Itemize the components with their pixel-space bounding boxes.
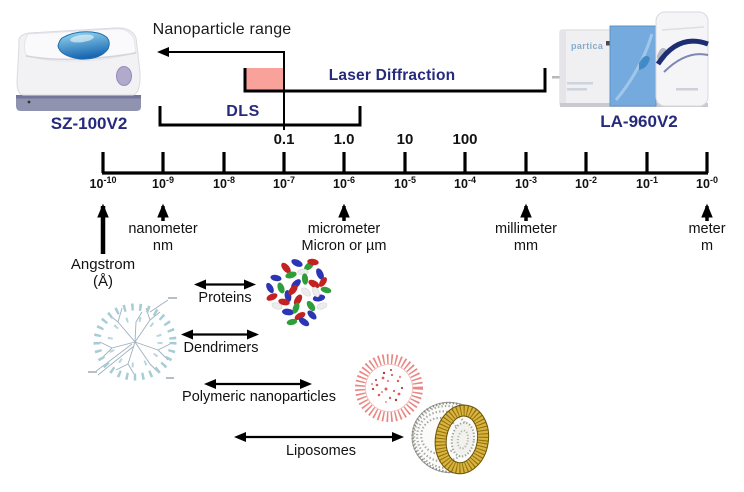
particle-range-arrows <box>181 279 404 442</box>
axis-exponent-label: 10-4 <box>454 174 476 191</box>
micron-scale-value: 1.0 <box>333 131 355 148</box>
axis-exponent-label: 10-7 <box>273 174 295 191</box>
exponent-base: 10 <box>575 177 589 191</box>
laser-diffraction-bracket <box>243 68 547 93</box>
unit-label-micrometer: micrometer Micron or µm <box>302 221 387 254</box>
exponent-base: 10 <box>696 177 710 191</box>
unit-name: micrometer <box>307 221 381 237</box>
exponent-value: -10 <box>103 174 117 185</box>
micron-scale-value: 100 <box>452 131 478 148</box>
axis-exponent-label: 10-0 <box>696 174 718 191</box>
overlap-region <box>246 68 283 90</box>
la-blue-panel <box>609 25 657 107</box>
exponent-value: -4 <box>467 174 476 185</box>
exponent-value: -8 <box>226 174 235 185</box>
axis-exponent-label: 10-8 <box>213 174 235 191</box>
protein-molecule-icon <box>266 258 332 327</box>
sz-button <box>116 66 132 86</box>
exponent-base: 10 <box>152 177 166 191</box>
proteins-label: Proteins <box>198 290 252 306</box>
sz-100v2-instrument-icon <box>16 27 141 111</box>
size-axis <box>101 152 709 175</box>
dendrimer-molecule-icon <box>88 297 177 381</box>
exponent-value: -1 <box>649 174 658 185</box>
nanoparticle-range-label: Nanoparticle range <box>152 21 292 38</box>
exponent-base: 10 <box>333 177 347 191</box>
axis-exponent-label: 10-5 <box>394 174 416 191</box>
sz-blue-window <box>57 31 110 60</box>
unit-name: nanometer <box>128 221 198 237</box>
la-swoosh <box>655 38 709 66</box>
unit-label-millimeter: millimeter mm <box>495 221 557 254</box>
exponent-value: -3 <box>528 174 537 185</box>
micron-scale-value: 10 <box>396 131 414 148</box>
unit-symbol: m <box>700 237 714 254</box>
unit-pointer-arrows <box>97 203 713 254</box>
exponent-value: -0 <box>709 174 718 185</box>
dls-label: DLS <box>226 103 260 120</box>
axis-exponent-label: 10-2 <box>575 174 597 191</box>
brand-text: partica <box>571 41 604 51</box>
polymeric-nanoparticles-label: Polymeric nanoparticles <box>182 389 336 405</box>
unit-label-meter: meter m <box>688 221 725 254</box>
unit-name: meter <box>688 221 726 237</box>
laser-diffraction-label: Laser Diffraction <box>328 67 456 84</box>
exponent-value: -7 <box>286 174 295 185</box>
polymeric-nanoparticle-icon <box>355 354 423 422</box>
dendrimers-label: Dendrimers <box>183 340 259 356</box>
unit-symbol: nm <box>152 237 174 254</box>
axis-exponent-label: 10-1 <box>636 174 658 191</box>
exponent-value: -9 <box>165 174 174 185</box>
la-960v2-instrument-icon: partica <box>552 11 709 107</box>
unit-symbol: (Å) <box>92 273 113 291</box>
exponent-base: 10 <box>454 177 468 191</box>
unit-name: millimeter <box>494 221 558 237</box>
axis-exponent-label: 10-9 <box>152 174 174 191</box>
axis-exponent-label: 10-3 <box>515 174 537 191</box>
unit-symbol: Micron or µm <box>301 237 387 254</box>
dls-bracket <box>158 106 362 127</box>
exponent-base: 10 <box>515 177 529 191</box>
axis-exponent-label: 10-6 <box>333 174 355 191</box>
unit-symbol: mm <box>513 237 539 254</box>
exponent-base: 10 <box>394 177 408 191</box>
la-960v2-label: LA-960V2 <box>600 112 678 131</box>
unit-name: Angstrom <box>70 256 136 273</box>
exponent-base: 10 <box>636 177 650 191</box>
liposome-icon <box>411 401 490 475</box>
exponent-value: -5 <box>407 174 416 185</box>
exponent-base: 10 <box>273 177 287 191</box>
exponent-base: 10 <box>89 177 104 191</box>
exponent-base: 10 <box>213 177 227 191</box>
micron-scale-value: 0.1 <box>273 131 295 148</box>
exponent-value: -2 <box>588 174 597 185</box>
liposomes-label: Liposomes <box>285 443 357 459</box>
unit-label-nanometer: nanometer nm <box>128 221 197 254</box>
axis-exponent-label: 10-10 <box>89 174 117 191</box>
unit-label-angstrom: Angstrom (Å) <box>71 256 135 291</box>
sz-100v2-label: SZ-100V2 <box>50 114 128 133</box>
exponent-value: -6 <box>346 174 355 185</box>
